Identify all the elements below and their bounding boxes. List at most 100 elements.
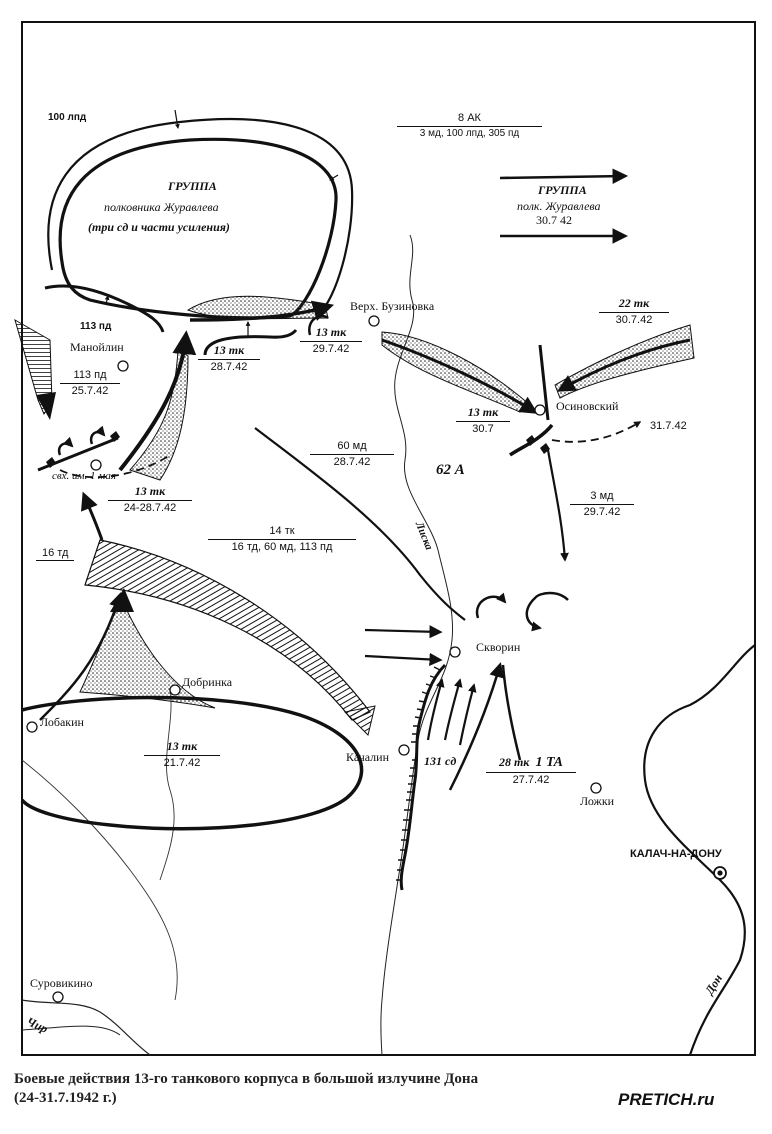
- arrow-131sd-2: [443, 678, 463, 741]
- label-3md-top: 3 мд: [570, 490, 634, 505]
- label-lobakin: Лобакин: [40, 715, 84, 729]
- arrow-16td-head: [110, 588, 134, 612]
- group-encirclement-outer: [47, 118, 354, 313]
- hook-skvorin-e: [525, 591, 569, 632]
- label-13tk-21-bottom: 21.7.42: [163, 756, 201, 769]
- label-verkh-buzinovka: Верх. Бузиновка: [350, 299, 435, 313]
- arrow-1ta-2: [501, 664, 522, 761]
- arrow-14tk-head: [343, 705, 376, 736]
- label-62a: 62 А: [436, 462, 465, 478]
- label-28tk: 28 тк: [498, 755, 530, 769]
- label-kachalin: Качалин: [346, 750, 389, 764]
- arrow-113pd: [104, 295, 110, 305]
- label-13tk-28-bottom: 28.7.42: [210, 360, 248, 373]
- chir-river: [21, 999, 151, 1056]
- label-13tk-28: 13 тк 28.7.42: [198, 343, 260, 373]
- label-14tk-top: 14 тк: [208, 525, 356, 540]
- hook-13tk-a: [203, 328, 298, 356]
- diamond-osinovsky-1: [526, 435, 536, 446]
- label-13tk-24-bottom: 24-28.7.42: [123, 501, 177, 514]
- label-group-main-2: полковника Журавлева: [104, 200, 219, 214]
- chir-river-2: [21, 1025, 121, 1036]
- arrow-3md: [546, 449, 569, 562]
- caption-line-1: Боевые действия 13-го танкового корпуса …: [14, 1071, 479, 1087]
- verkh-buzinovka-marker: [368, 315, 380, 327]
- don-river: [643, 644, 756, 1056]
- attack-wedge-13tk-24: [129, 349, 189, 481]
- attack-wedge-13tk-21: [79, 598, 216, 709]
- manoilin-marker: [117, 360, 129, 372]
- kalach-marker-dot: [717, 870, 723, 876]
- sovkhoz-marker: [90, 459, 102, 471]
- label-13tk-21-top: 13 тк: [144, 739, 220, 756]
- front-line-west: [44, 284, 165, 333]
- label-13tk-30: 13 тк 30.7: [456, 405, 510, 435]
- label-113pd-frac-bottom: 25.7.42: [71, 384, 109, 397]
- caption-line-2: (24-31.7.1942 г.): [14, 1090, 117, 1106]
- arrow-131sd-3: [458, 683, 477, 746]
- lozhki-marker: [590, 782, 602, 794]
- label-13tk-29-top: 13 тк: [300, 325, 362, 342]
- label-13tk-30-top: 13 тк: [456, 405, 510, 422]
- label-group-small-2: полк. Журавлева: [517, 199, 601, 213]
- diamond-osinovsky-2: [540, 443, 550, 454]
- dashed-sovkhoz: [59, 454, 171, 479]
- attack-arrow-22tk: [556, 338, 691, 392]
- map-frame: [21, 21, 756, 1056]
- label-group-small-3: 30.7 42: [536, 213, 572, 227]
- label-28tk-1ta-top: 28 тк 1 ТА: [486, 755, 576, 774]
- label-date-27: 27.7.42: [512, 774, 550, 787]
- label-13tk-29: 13 тк 29.7.42: [300, 325, 362, 355]
- arrow-skvorin-1: [364, 625, 443, 639]
- skvorin-marker: [449, 646, 461, 658]
- hook-skvorin-w: [475, 592, 507, 619]
- label-3md-bottom: 29.7.42: [583, 505, 621, 518]
- label-group-main-1: ГРУППА: [168, 179, 217, 193]
- lobakin-encirclement: [20, 695, 364, 831]
- stream-lobakin: [21, 759, 178, 1001]
- label-113pd-frac-top: 113 пд: [60, 369, 120, 384]
- arrow-100lpd: [174, 109, 180, 129]
- diamond-sovkhoz-1: [46, 457, 56, 468]
- label-113pd-frac: 113 пд 25.7.42: [60, 369, 120, 397]
- attack-arrow-13tk-21: [39, 592, 124, 721]
- label-8ak-bottom: 3 мд, 100 лпд, 305 пд: [419, 127, 520, 139]
- label-osinovsky: Осиновский: [556, 399, 619, 413]
- brand-watermark: PRETICH.ru: [618, 1090, 715, 1109]
- label-100lpd: 100 лпд: [48, 112, 87, 123]
- label-surovikino: Суровикино: [30, 976, 93, 990]
- label-16td: 16 тд: [36, 547, 75, 562]
- label-14tk: 14 тк 16 тд, 60 мд, 113 пд: [208, 525, 356, 553]
- arrow-1ta-main: [448, 662, 504, 791]
- map-caption: Боевые действия 13-го танкового корпуса …: [14, 1070, 574, 1108]
- dashed-osinovsky: [551, 421, 642, 443]
- front-line-131sd-ticks: [396, 666, 441, 881]
- attack-arrow-13tk-24: [118, 330, 197, 472]
- attack-arrow-13tk-30: [381, 338, 539, 414]
- label-13tk-29-bottom: 29.7.42: [312, 342, 350, 355]
- diamond-sovkhoz-2: [110, 431, 120, 442]
- hook-sovkhoz-1: [57, 436, 74, 456]
- label-22tk: 22 тк 30.7.42: [599, 296, 669, 326]
- label-13tk-24-top: 13 тк: [108, 484, 192, 501]
- label-1ta: 1 ТА: [535, 755, 564, 770]
- surovikino-marker: [52, 991, 64, 1003]
- hook-13tk-b: [308, 314, 329, 336]
- label-group-main-3: (три сд и части усиления): [88, 220, 230, 234]
- arrow-113pd-head: [36, 392, 56, 420]
- arrow-skvorin-2: [364, 652, 443, 667]
- attack-wedge-13tk-30: [381, 331, 531, 413]
- label-8ak: 8 АК 3 мд, 100 лпд, 305 пд: [397, 112, 542, 139]
- arrow-group-east: [329, 174, 339, 181]
- label-kalach: КАЛАЧ-НА-ДОНУ: [630, 848, 722, 860]
- attack-arrow-13tk-nw: [80, 491, 104, 541]
- line-osinovsky-north: [538, 344, 550, 421]
- arrow-group-1: [499, 168, 629, 184]
- kachalin-marker: [398, 744, 410, 756]
- label-22tk-top: 22 тк: [599, 296, 669, 313]
- label-60md: 60 мд 28.7.42: [310, 440, 394, 468]
- label-13tk-30-bottom: 30.7: [472, 422, 494, 435]
- label-manoilin: Манойлин: [70, 340, 124, 354]
